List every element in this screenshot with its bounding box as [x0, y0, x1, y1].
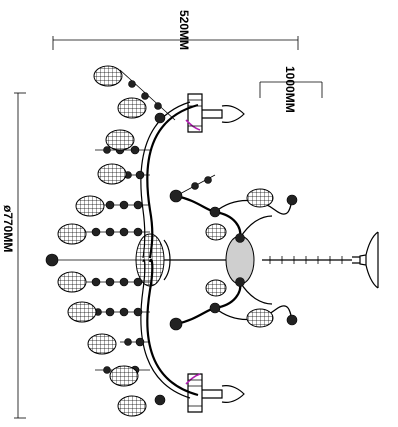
central-body	[135, 233, 255, 287]
candle-cup-lower	[185, 373, 245, 413]
crystal-pendants	[57, 65, 274, 417]
ceiling-canopy	[352, 231, 379, 289]
diameter-dimension-label: ø770MM	[1, 205, 15, 252]
main-arm-lower	[140, 258, 199, 399]
width-dimension: 520MM	[52, 10, 299, 50]
candle-cup-upper	[185, 93, 245, 133]
diameter-dimension: ø770MM	[1, 92, 26, 419]
height-dimension: 1000MM	[259, 66, 323, 113]
center-chain	[262, 256, 352, 264]
height-dimension-label: 1000MM	[283, 66, 297, 113]
inner-arm-upper	[175, 194, 293, 239]
inner-arm-lower	[175, 281, 293, 326]
width-dimension-label: 520MM	[177, 10, 191, 50]
